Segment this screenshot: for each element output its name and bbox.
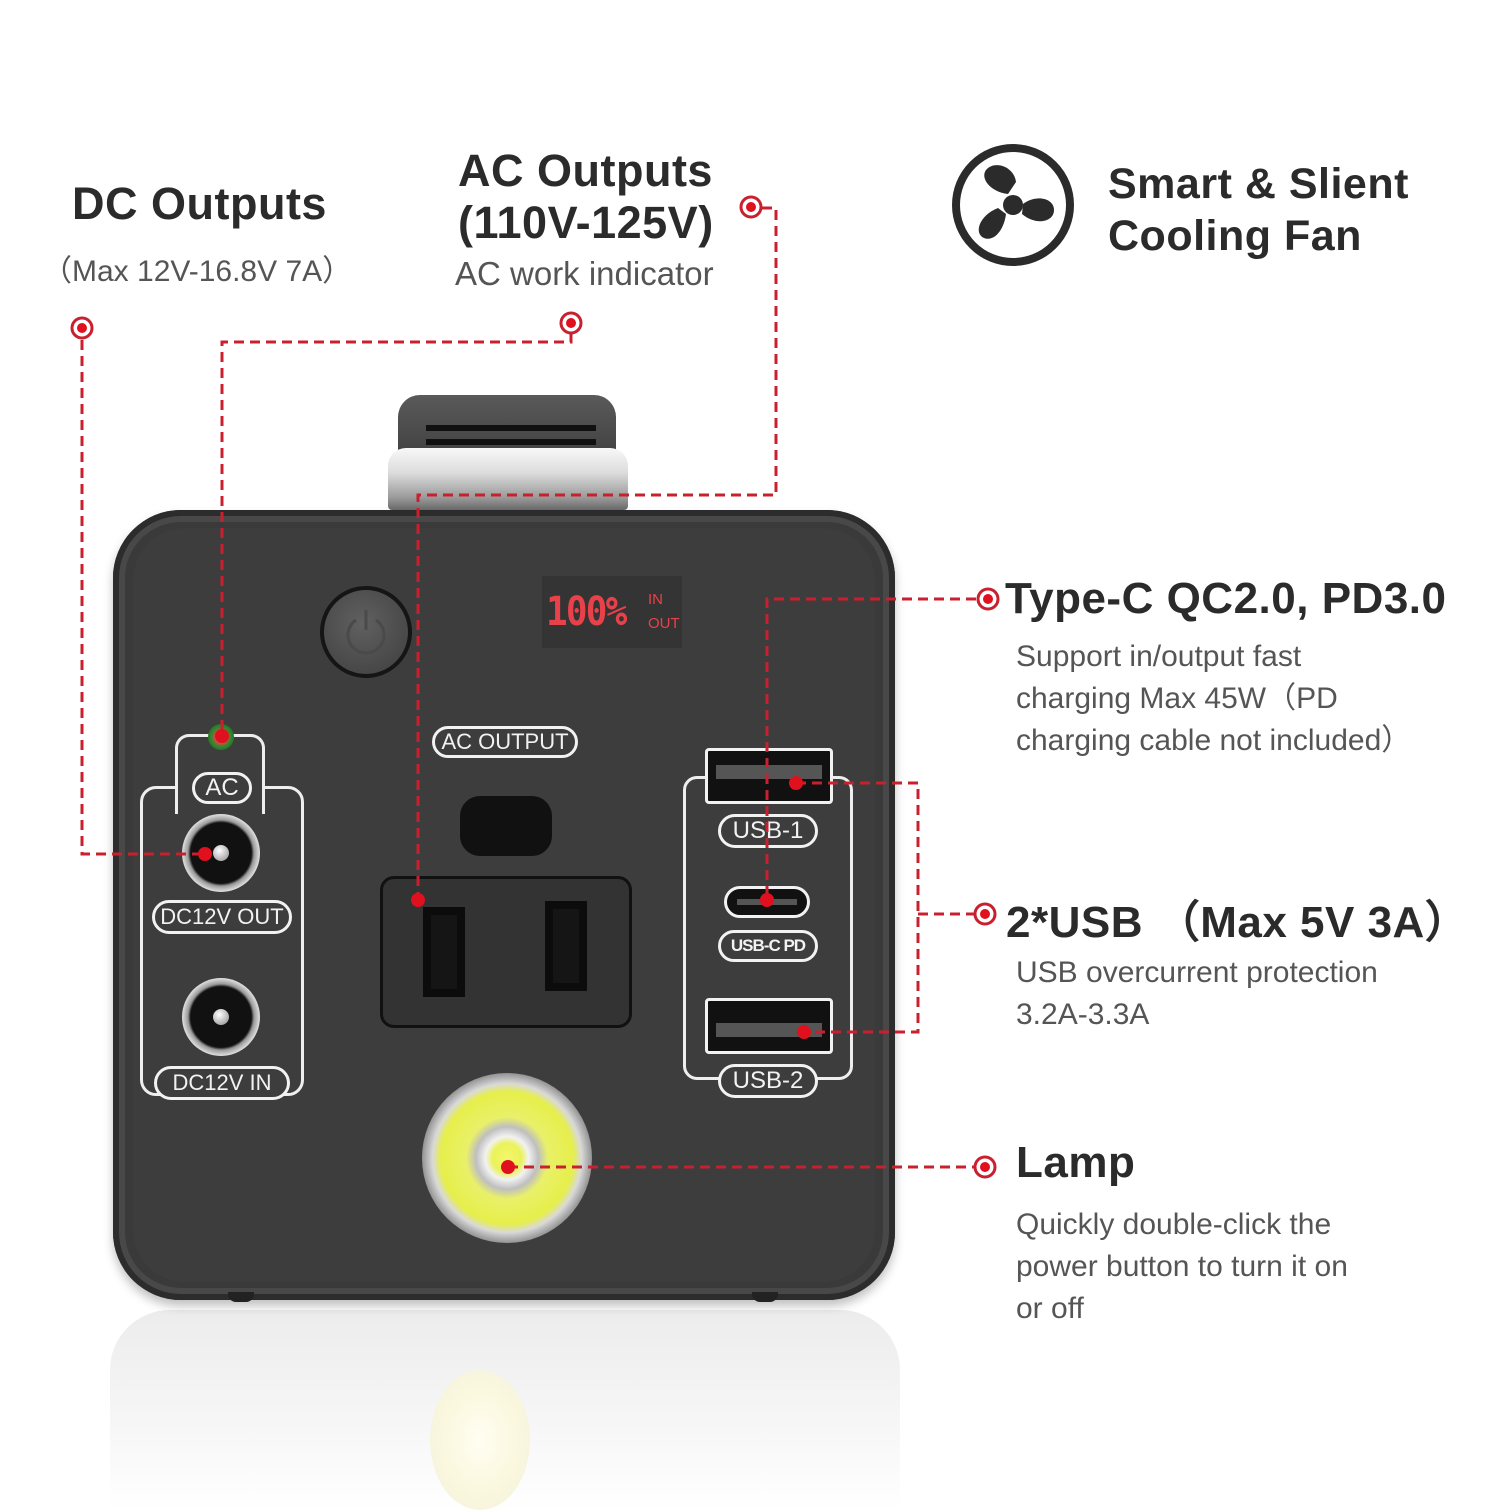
power-button[interactable] — [320, 586, 412, 678]
type-c-description: Support in/output fast charging Max 45W（… — [1016, 636, 1411, 762]
usb-desc-line1: USB overcurrent protection — [1016, 956, 1378, 989]
fan-icon — [950, 142, 1076, 268]
out-label: OUT — [648, 615, 680, 632]
cooling-fan-title-line1: Smart & Slient — [1108, 160, 1409, 208]
usb-tongue — [716, 1023, 822, 1037]
power-icon — [346, 610, 386, 655]
callout-target-markers — [70, 195, 1000, 1179]
lamp-desc-line1: Quickly double-click the — [1016, 1208, 1332, 1241]
outlet-prong-slot — [545, 901, 587, 991]
usb-tongue — [716, 765, 822, 779]
jack-pin — [213, 845, 229, 861]
usb-description: USB overcurrent protection 3.2A-3.3A — [1016, 952, 1378, 1036]
dc-in-jack[interactable] — [182, 978, 260, 1056]
handle-vent — [426, 425, 596, 431]
dc-in-label: DC12V IN — [154, 1066, 290, 1100]
type-c-desc-line1: Support in/output fast — [1016, 640, 1302, 673]
ac-outputs-title-line2: (110V-125V) — [458, 197, 714, 248]
dc-outputs-subtitle: （Max 12V-16.8V 7A） — [42, 255, 353, 288]
lamp-desc-line3: or off — [1016, 1292, 1084, 1325]
type-c-title: Type-C QC2.0, PD3.0 — [1005, 574, 1447, 623]
usb-2-label: USB-2 — [718, 1064, 818, 1098]
handle-chrome-base — [388, 448, 628, 510]
handle-vent — [426, 439, 596, 445]
jack-pin — [213, 1009, 229, 1025]
device-foot — [228, 1292, 254, 1302]
lamp-reflection — [430, 1370, 530, 1510]
usb-title: 2*USB （Max 5V 3A） — [1006, 898, 1470, 947]
usb-1-port[interactable] — [705, 748, 833, 804]
ac-outputs-title: AC Outputs (110V-125V) — [458, 145, 714, 249]
outlet-prong-slot — [423, 907, 465, 997]
led-lamp — [422, 1073, 592, 1243]
usb-c-pd-label: USB-C PD — [718, 930, 818, 962]
ac-outputs-subtitle: AC work indicator — [455, 255, 714, 292]
dc-outputs-title: DC Outputs — [72, 178, 327, 229]
battery-percent: 100% — [546, 589, 627, 635]
usb-2-port[interactable] — [705, 998, 833, 1054]
ac-label: AC — [192, 772, 252, 804]
dc-out-label: DC12V OUT — [152, 900, 292, 934]
cooling-fan-title: Smart & Slient Cooling Fan — [1108, 158, 1409, 262]
ac-output-label: AC OUTPUT — [432, 726, 578, 758]
lamp-description: Quickly double-click the power button to… — [1016, 1204, 1348, 1330]
battery-display: 100% IN OUT — [542, 576, 682, 648]
usb-desc-line2: 3.2A-3.3A — [1016, 998, 1150, 1031]
io-indicator: IN OUT — [648, 588, 680, 636]
lamp-title: Lamp — [1016, 1138, 1136, 1187]
ac-outputs-title-line1: AC Outputs — [458, 145, 713, 196]
type-c-desc-line3: charging cable not included） — [1016, 724, 1412, 757]
device-foot — [752, 1292, 778, 1302]
ac-outlet-ground-recess — [460, 796, 552, 856]
cooling-fan-title-line2: Cooling Fan — [1108, 212, 1362, 260]
lamp-desc-line2: power button to turn it on — [1016, 1250, 1348, 1283]
in-label: IN — [648, 591, 663, 608]
type-c-desc-line2: charging Max 45W（PD — [1016, 682, 1338, 715]
